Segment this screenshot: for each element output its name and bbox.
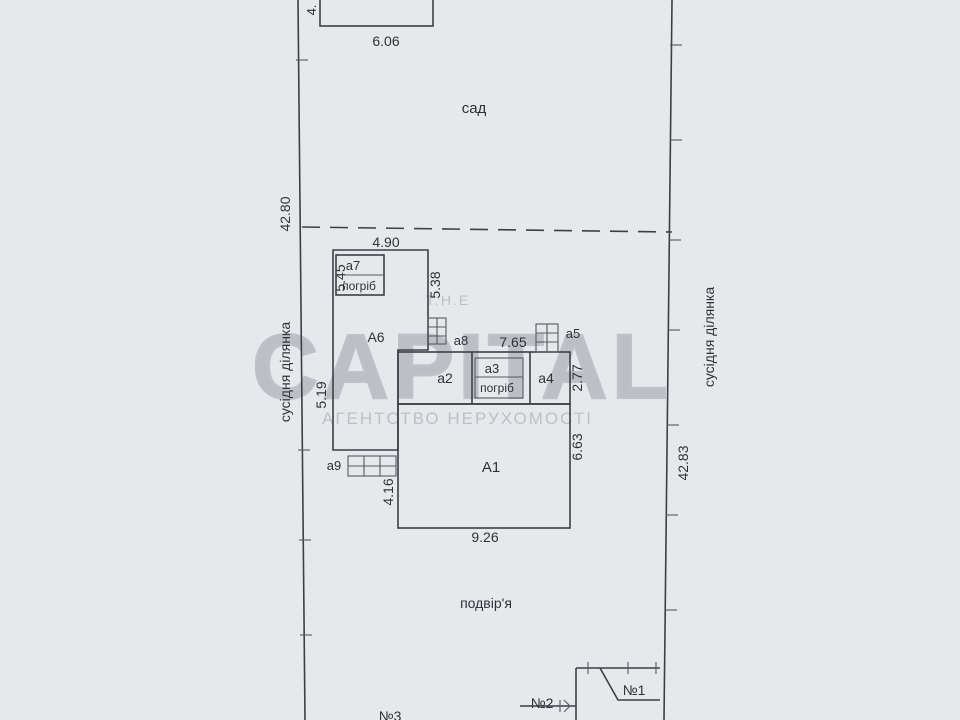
label-n2: №2 bbox=[531, 695, 554, 711]
room-a5-label: а5 bbox=[566, 326, 580, 341]
room-a4-label: а4 bbox=[538, 370, 554, 386]
dim-left-length: 42.80 bbox=[277, 196, 293, 231]
steps-a5 bbox=[535, 323, 559, 353]
dim-a9-side: 4.16 bbox=[380, 478, 396, 505]
dim-a6-top-right: 5.38 bbox=[427, 271, 443, 298]
top-building bbox=[319, 0, 434, 27]
room-a1 bbox=[397, 403, 571, 529]
label-neighbor-right: сусідня ділянка bbox=[701, 287, 717, 388]
room-a7-label: а7 bbox=[346, 258, 360, 273]
boundary-ticks bbox=[296, 44, 682, 636]
watermark-brand: CAPITAL bbox=[252, 316, 672, 418]
room-a6 bbox=[332, 249, 429, 451]
cellar-1-label: погріб bbox=[342, 279, 376, 293]
dim-a2-a4-width: 7.65 bbox=[499, 334, 526, 350]
label-n1: №1 bbox=[623, 682, 646, 698]
dim-right-length: 42.83 bbox=[675, 445, 691, 480]
cellar-2-label: погріб bbox=[480, 381, 514, 395]
watermark-subtitle: АГЕНТСТВО НЕРУХОМОСТІ bbox=[322, 409, 593, 428]
watermark-mark: Т.Н.Е bbox=[426, 292, 470, 308]
dim-top-building-side: 4. bbox=[304, 5, 319, 16]
gate-structures bbox=[520, 662, 660, 720]
dim-a1-width: 9.26 bbox=[471, 529, 498, 545]
plot-boundary-right bbox=[663, 0, 673, 720]
room-a9-label: а9 bbox=[327, 458, 341, 473]
dim-top-building-width: 6.06 bbox=[372, 33, 399, 49]
room-a2-label: а2 bbox=[437, 370, 453, 386]
dim-a6-side: 5.19 bbox=[313, 381, 329, 408]
watermark: CAPITAL АГЕНТСТВО НЕРУХОМОСТІ Т.Н.Е bbox=[251, 292, 672, 428]
steps-a8 bbox=[427, 317, 447, 345]
room-a3 bbox=[474, 357, 524, 399]
label-garden: сад bbox=[462, 100, 487, 117]
label-n3: №3 bbox=[379, 708, 402, 720]
room-a8-label: а8 bbox=[454, 333, 468, 348]
dim-a1-height: 6.63 bbox=[569, 433, 585, 460]
garden-yard-divider bbox=[301, 226, 673, 233]
dim-a4-height: 2.77 bbox=[569, 364, 585, 391]
plot-boundary-left bbox=[297, 0, 306, 720]
steps-a9 bbox=[347, 455, 397, 477]
room-a3-label: а3 bbox=[485, 361, 499, 376]
room-a1-label: А1 bbox=[482, 459, 500, 476]
label-yard: подвір'я bbox=[460, 595, 512, 611]
room-a6-label: А6 bbox=[367, 329, 384, 345]
dim-a6-width: 4.90 bbox=[372, 234, 399, 250]
label-neighbor-left: сусідня ділянка bbox=[277, 322, 293, 423]
